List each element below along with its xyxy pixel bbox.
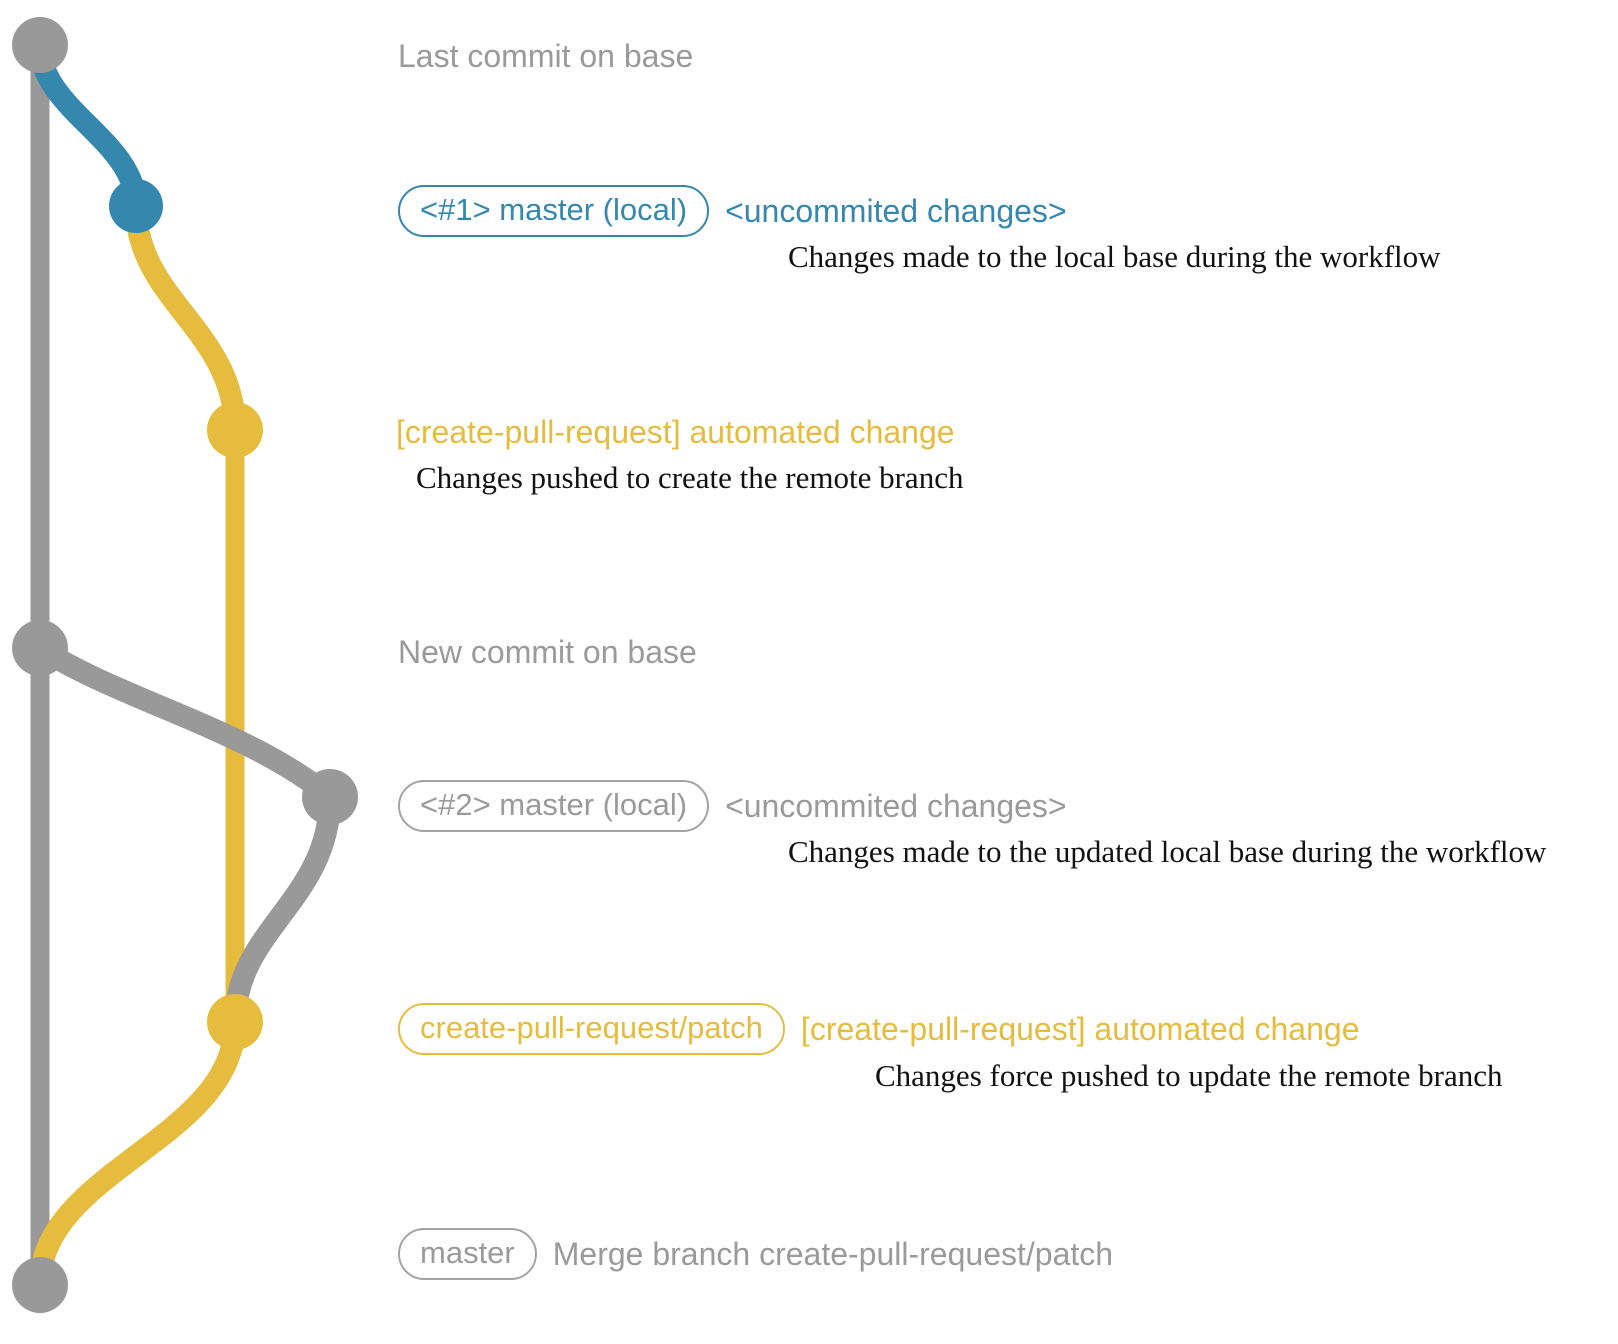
branch-pill-master[interactable]: master (398, 1228, 537, 1280)
branch-pill-master-local-1[interactable]: <#1> master (local) (398, 185, 710, 237)
commit-message-master-merge: Merge branch create-pull-request/patch (552, 1236, 1114, 1272)
commit-message-master-local-1: <uncommited changes> (725, 193, 1067, 229)
label-automated-change-1: [create-pull-request] automated change (396, 414, 955, 450)
description-automated-change-1: Changes pushed to create the remote bran… (416, 460, 964, 495)
label-last-commit-on-base: Last commit on base (398, 38, 694, 74)
label-new-commit-on-base: New commit on base (398, 634, 697, 670)
commit-message-master-local-2: <uncommited changes> (725, 788, 1067, 824)
description-automated-change-2: Changes force pushed to update the remot… (875, 1058, 1503, 1093)
commit-message-automated-change-2: [create-pull-request] automated change (800, 1011, 1360, 1047)
branch-pill-create-pull-request-patch[interactable]: create-pull-request/patch (398, 1003, 785, 1055)
description-master-local-1: Changes made to the local base during th… (788, 239, 1441, 274)
row-automated-change-2: create-pull-request/patch [create-pull-r… (398, 1003, 1359, 1055)
row-master-merge: master Merge branch create-pull-request/… (398, 1228, 1113, 1280)
branch-pill-master-local-2[interactable]: <#2> master (local) (398, 780, 710, 832)
row-master-local-1: <#1> master (local) <uncommited changes> (398, 185, 1067, 237)
description-master-local-2: Changes made to the updated local base d… (788, 834, 1547, 869)
row-master-local-2: <#2> master (local) <uncommited changes> (398, 780, 1067, 832)
